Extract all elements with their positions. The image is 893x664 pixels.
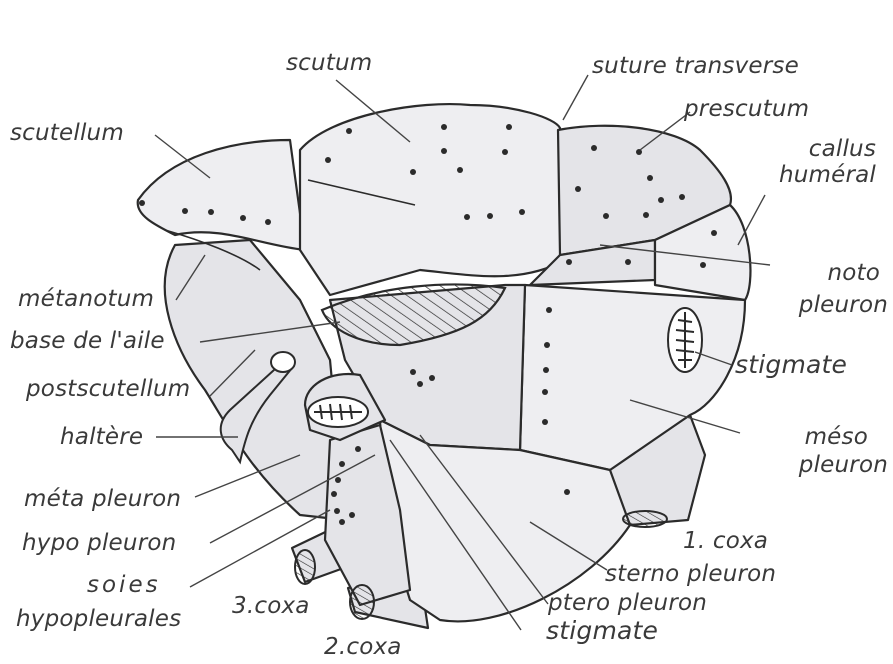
label-meso-line2: pleuron: [760, 452, 888, 478]
label-noto-line1: noto: [760, 260, 880, 286]
label-callus-line1: callus: [760, 136, 876, 162]
label-coxa-2: 2.coxa: [324, 634, 402, 660]
mesopleuron-shape: [520, 285, 745, 470]
label-coxa-1: 1. coxa: [683, 528, 768, 554]
label-suture-transverse: suture transverse: [592, 53, 799, 79]
scutellum-shape: [138, 140, 305, 250]
label-sterno-pleuron: sterno pleuron: [605, 561, 776, 587]
label-metanotum: métanotum: [18, 286, 154, 312]
stigmate-lower-shape: [308, 397, 368, 427]
label-ptero-pleuron: ptero pleuron: [548, 590, 707, 616]
coxa-2-end: [350, 585, 374, 619]
label-noto-line2: pleuron: [760, 292, 888, 318]
label-postscutellum: postscutellum: [26, 376, 190, 402]
metapleuron-shape: [165, 240, 345, 520]
label-coxa-3: 3.coxa: [232, 593, 310, 619]
coxa-1-end: [623, 511, 667, 527]
label-soies-line2: hypopleurales: [16, 606, 181, 632]
label-scutum: scutum: [286, 50, 372, 76]
scutum-shape: [300, 104, 565, 295]
label-callus-line2: huméral: [760, 162, 876, 188]
label-scutellum: scutellum: [10, 120, 124, 146]
label-haltere: haltère: [60, 424, 143, 450]
label-meso-line1: méso: [760, 424, 868, 450]
coxa-3-end: [295, 550, 315, 584]
stigmate-right-shape: [668, 308, 702, 372]
label-base-aile: base de l'aile: [10, 328, 165, 354]
label-stigmate-right: stigmate: [735, 352, 847, 378]
label-soies-line1: soies: [87, 572, 161, 598]
label-stigmate-bottom: stigmate: [546, 618, 658, 644]
label-hypo-pleuron: hypo pleuron: [22, 530, 176, 556]
label-meta-pleuron: méta pleuron: [24, 486, 181, 512]
label-prescutum: prescutum: [684, 96, 809, 122]
